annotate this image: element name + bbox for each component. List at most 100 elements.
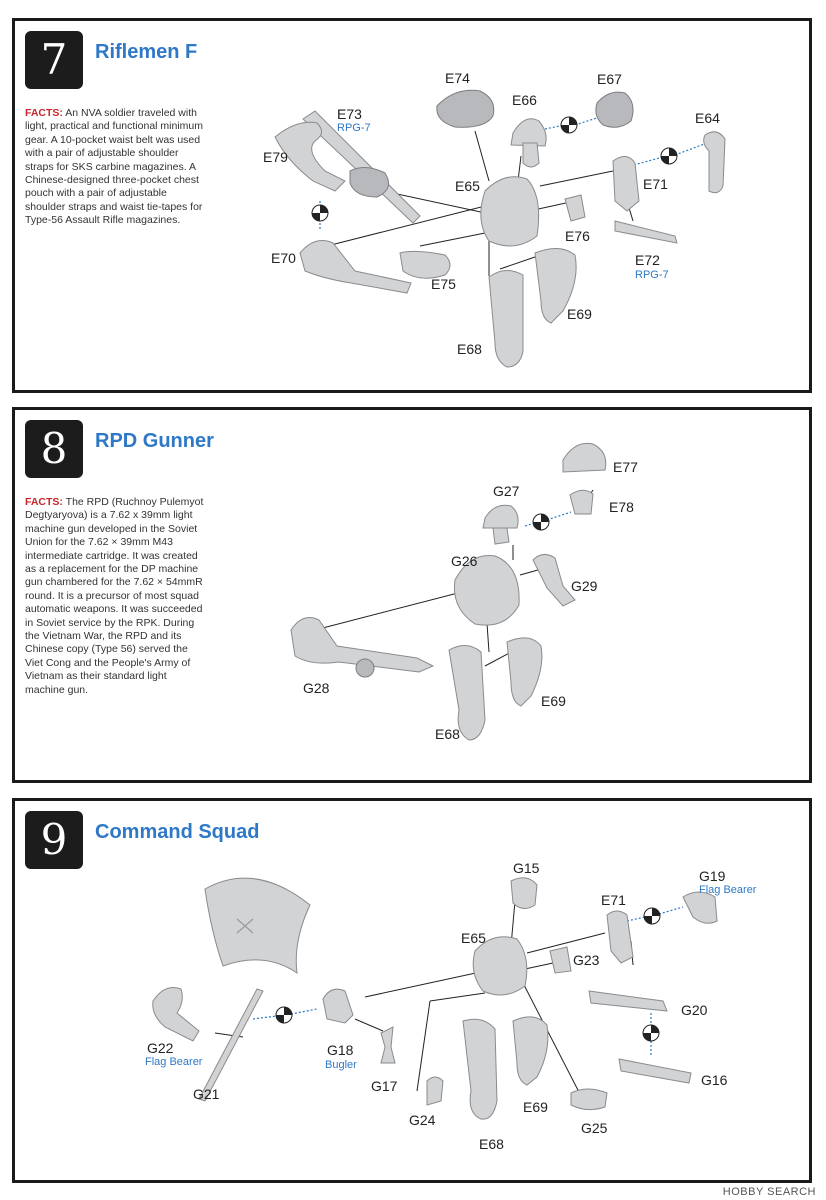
- part-e69: [512, 1016, 549, 1086]
- leader-line: [364, 970, 486, 998]
- step-title: Riflemen F: [95, 41, 198, 63]
- alignment-target-icon: [560, 116, 578, 134]
- facts-label: FACTS:: [25, 496, 63, 508]
- step-title: Command Squad: [95, 821, 260, 843]
- part-g22: [152, 987, 200, 1042]
- facts-body: An NVA soldier traveled with light, prac…: [25, 107, 203, 227]
- assembly-diagram: E74 E66 E67 E73 RPG-7 E79 E64 E65 E71 E7…: [263, 70, 726, 368]
- label-g28: G28: [303, 680, 330, 696]
- part-e75: [399, 250, 451, 279]
- part-e68: [462, 1018, 498, 1120]
- leader-line: [474, 130, 490, 182]
- facts-text-block: FACTS: The RPD (Ruchnoy Pulemyot Degtyar…: [25, 496, 205, 697]
- part-g20: [588, 990, 668, 1012]
- label-g23: G23: [573, 952, 600, 968]
- part-e65-torso: [472, 936, 528, 996]
- part-g28-drum: [355, 658, 375, 678]
- label-e71: E71: [643, 176, 668, 192]
- part-e69: [534, 248, 577, 324]
- part-g19: [682, 891, 718, 924]
- label-e69: E69: [523, 1099, 548, 1115]
- alignment-target-icon: [532, 513, 550, 531]
- label-g19-sub: Flag Bearer: [699, 884, 757, 896]
- facts-body: The RPD (Ruchnoy Pulemyot Degtyaryova) i…: [25, 496, 204, 696]
- part-g17: [380, 1026, 396, 1064]
- part-e71: [612, 156, 640, 212]
- step-number-badge: 8: [25, 420, 83, 478]
- part-e65-torso: [480, 176, 540, 247]
- label-g20: G20: [681, 1002, 708, 1018]
- part-g23: [549, 946, 572, 974]
- leader-line: [499, 256, 536, 270]
- label-g17: G17: [371, 1078, 398, 1094]
- watermark-text: HOBBY SEARCH: [722, 1186, 816, 1198]
- reference-dotted-line: [626, 916, 646, 922]
- step-number-badge: 7: [25, 31, 83, 89]
- part-e76: [564, 194, 586, 222]
- leader-line: [354, 1018, 384, 1032]
- label-e72: E72: [635, 252, 660, 268]
- step-8-panel: 8 RPD Gunner FACTS: The RPD (Ruchnoy Pul…: [12, 407, 812, 783]
- step-7-panel: 7 Riflemen F FACTS: An NVA soldier trave…: [12, 18, 812, 393]
- label-g24: G24: [409, 1112, 436, 1128]
- reference-dotted-line: [252, 1015, 278, 1020]
- label-e68: E68: [435, 726, 460, 742]
- label-g16: G16: [701, 1072, 728, 1088]
- label-g19: G19: [699, 868, 726, 884]
- label-e67: E67: [597, 71, 622, 87]
- part-g24: [426, 1076, 444, 1106]
- label-e65: E65: [455, 178, 480, 194]
- label-e64: E64: [695, 110, 720, 126]
- step-title: RPD Gunner: [95, 430, 214, 452]
- part-e68: [448, 645, 486, 741]
- assembly-diagram: E77 G27 E78 G26 G29 G28 E69 E68: [290, 442, 638, 742]
- alignment-target-icon: [275, 1006, 293, 1024]
- leader-line: [419, 230, 496, 247]
- part-g16: [618, 1058, 692, 1084]
- alignment-target-icon: [642, 1024, 660, 1042]
- label-e66: E66: [512, 92, 537, 108]
- label-g18: G18: [327, 1042, 354, 1058]
- step-number-badge: 9: [25, 811, 83, 869]
- part-g21-pole: [198, 988, 264, 1102]
- label-e77: E77: [613, 459, 638, 475]
- part-e67: [595, 91, 634, 128]
- facts-text-block: FACTS: An NVA soldier traveled with ligh…: [25, 107, 205, 228]
- part-e64: [703, 131, 726, 194]
- label-g26: G26: [451, 553, 478, 569]
- label-g29: G29: [571, 578, 598, 594]
- step-9-panel: 9 Command Squad: [12, 798, 812, 1183]
- label-e68: E68: [457, 341, 482, 357]
- part-e74: [436, 89, 495, 128]
- part-g21-flag: [204, 877, 311, 975]
- flag-star-icon: [236, 918, 254, 934]
- label-e65: E65: [461, 930, 486, 946]
- label-e72-sub: RPG-7: [635, 269, 669, 281]
- part-e69: [506, 637, 543, 707]
- part-e71: [606, 910, 634, 964]
- reference-dotted-line: [674, 142, 708, 156]
- leader-line: [539, 170, 614, 187]
- label-e75: E75: [431, 276, 456, 292]
- leader-line: [522, 982, 582, 1097]
- leader-line: [524, 962, 554, 970]
- reference-dotted-line: [290, 1008, 318, 1015]
- assembly-diagram: G15 G19 Flag Bearer E71 E65 G23 G20 G22 …: [145, 860, 757, 1152]
- part-e66: [510, 118, 547, 147]
- part-e68: [488, 270, 524, 368]
- label-g18-sub: Bugler: [325, 1059, 357, 1071]
- label-e69: E69: [567, 306, 592, 322]
- label-e78: E78: [609, 499, 634, 515]
- alignment-target-icon: [643, 907, 661, 925]
- label-g22: G22: [147, 1040, 174, 1056]
- label-g21: G21: [193, 1086, 220, 1102]
- part-e66-head: [522, 142, 540, 168]
- reference-dotted-line: [658, 906, 684, 915]
- label-g25: G25: [581, 1120, 608, 1136]
- label-g15: G15: [513, 860, 540, 876]
- leader-line: [416, 1000, 431, 1092]
- part-e78: [569, 489, 594, 515]
- part-g27-head: [492, 527, 510, 545]
- part-e79: [274, 121, 346, 192]
- label-e73-sub: RPG-7: [337, 122, 371, 134]
